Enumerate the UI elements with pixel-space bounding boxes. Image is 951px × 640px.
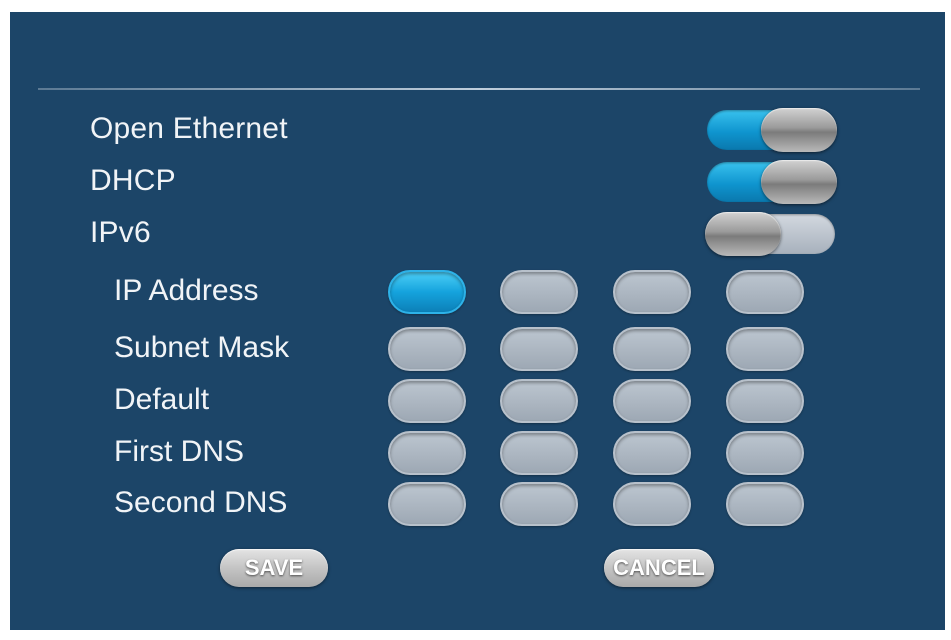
subnet-mask-octet-4[interactable] xyxy=(726,327,804,371)
save-button[interactable]: SAVE xyxy=(220,549,328,587)
subnet-mask-octet-3[interactable] xyxy=(613,327,691,371)
subnet-mask-octet-2[interactable] xyxy=(500,327,578,371)
ipv6-toggle[interactable] xyxy=(705,212,835,256)
default-gateway-octet-1[interactable] xyxy=(388,379,466,423)
dhcp-label: DHCP xyxy=(90,164,176,197)
first-dns-octet-3[interactable] xyxy=(613,431,691,475)
toggle-knob[interactable] xyxy=(761,108,837,152)
ip-address-octet-1[interactable] xyxy=(388,270,466,314)
second-dns-octet-2[interactable] xyxy=(500,482,578,526)
subnet-mask-label: Subnet Mask xyxy=(114,331,290,364)
second-dns-label: Second DNS xyxy=(114,486,288,519)
ip-address-octet-4[interactable] xyxy=(726,270,804,314)
ipv6-row: IPv6 xyxy=(10,212,945,258)
open-ethernet-row: Open Ethernet xyxy=(10,108,945,154)
ethernet-settings-panel: Open Ethernet DHCP IPv6 IP Address Subne… xyxy=(10,12,945,630)
header-divider xyxy=(38,88,920,90)
first-dns-label: First DNS xyxy=(114,435,244,468)
cancel-button[interactable]: CANCEL xyxy=(604,549,714,587)
toggle-knob[interactable] xyxy=(761,160,837,204)
default-gateway-octet-4[interactable] xyxy=(726,379,804,423)
open-ethernet-toggle[interactable] xyxy=(707,108,837,152)
second-dns-row: Second DNS xyxy=(10,482,945,528)
first-dns-row: First DNS xyxy=(10,431,945,477)
second-dns-octet-4[interactable] xyxy=(726,482,804,526)
first-dns-octet-2[interactable] xyxy=(500,431,578,475)
dhcp-toggle[interactable] xyxy=(707,160,837,204)
ipv6-label: IPv6 xyxy=(90,216,151,249)
default-gateway-label: Default xyxy=(114,383,210,416)
default-gateway-row: Default xyxy=(10,379,945,425)
first-dns-octet-1[interactable] xyxy=(388,431,466,475)
second-dns-octet-1[interactable] xyxy=(388,482,466,526)
open-ethernet-label: Open Ethernet xyxy=(90,112,288,145)
ip-address-octet-2[interactable] xyxy=(500,270,578,314)
subnet-mask-row: Subnet Mask xyxy=(10,327,945,373)
ip-address-octet-3[interactable] xyxy=(613,270,691,314)
toggle-knob[interactable] xyxy=(705,212,781,256)
first-dns-octet-4[interactable] xyxy=(726,431,804,475)
ip-address-label: IP Address xyxy=(114,274,259,307)
default-gateway-octet-3[interactable] xyxy=(613,379,691,423)
ip-address-row: IP Address xyxy=(10,270,945,316)
subnet-mask-octet-1[interactable] xyxy=(388,327,466,371)
dhcp-row: DHCP xyxy=(10,160,945,206)
default-gateway-octet-2[interactable] xyxy=(500,379,578,423)
second-dns-octet-3[interactable] xyxy=(613,482,691,526)
